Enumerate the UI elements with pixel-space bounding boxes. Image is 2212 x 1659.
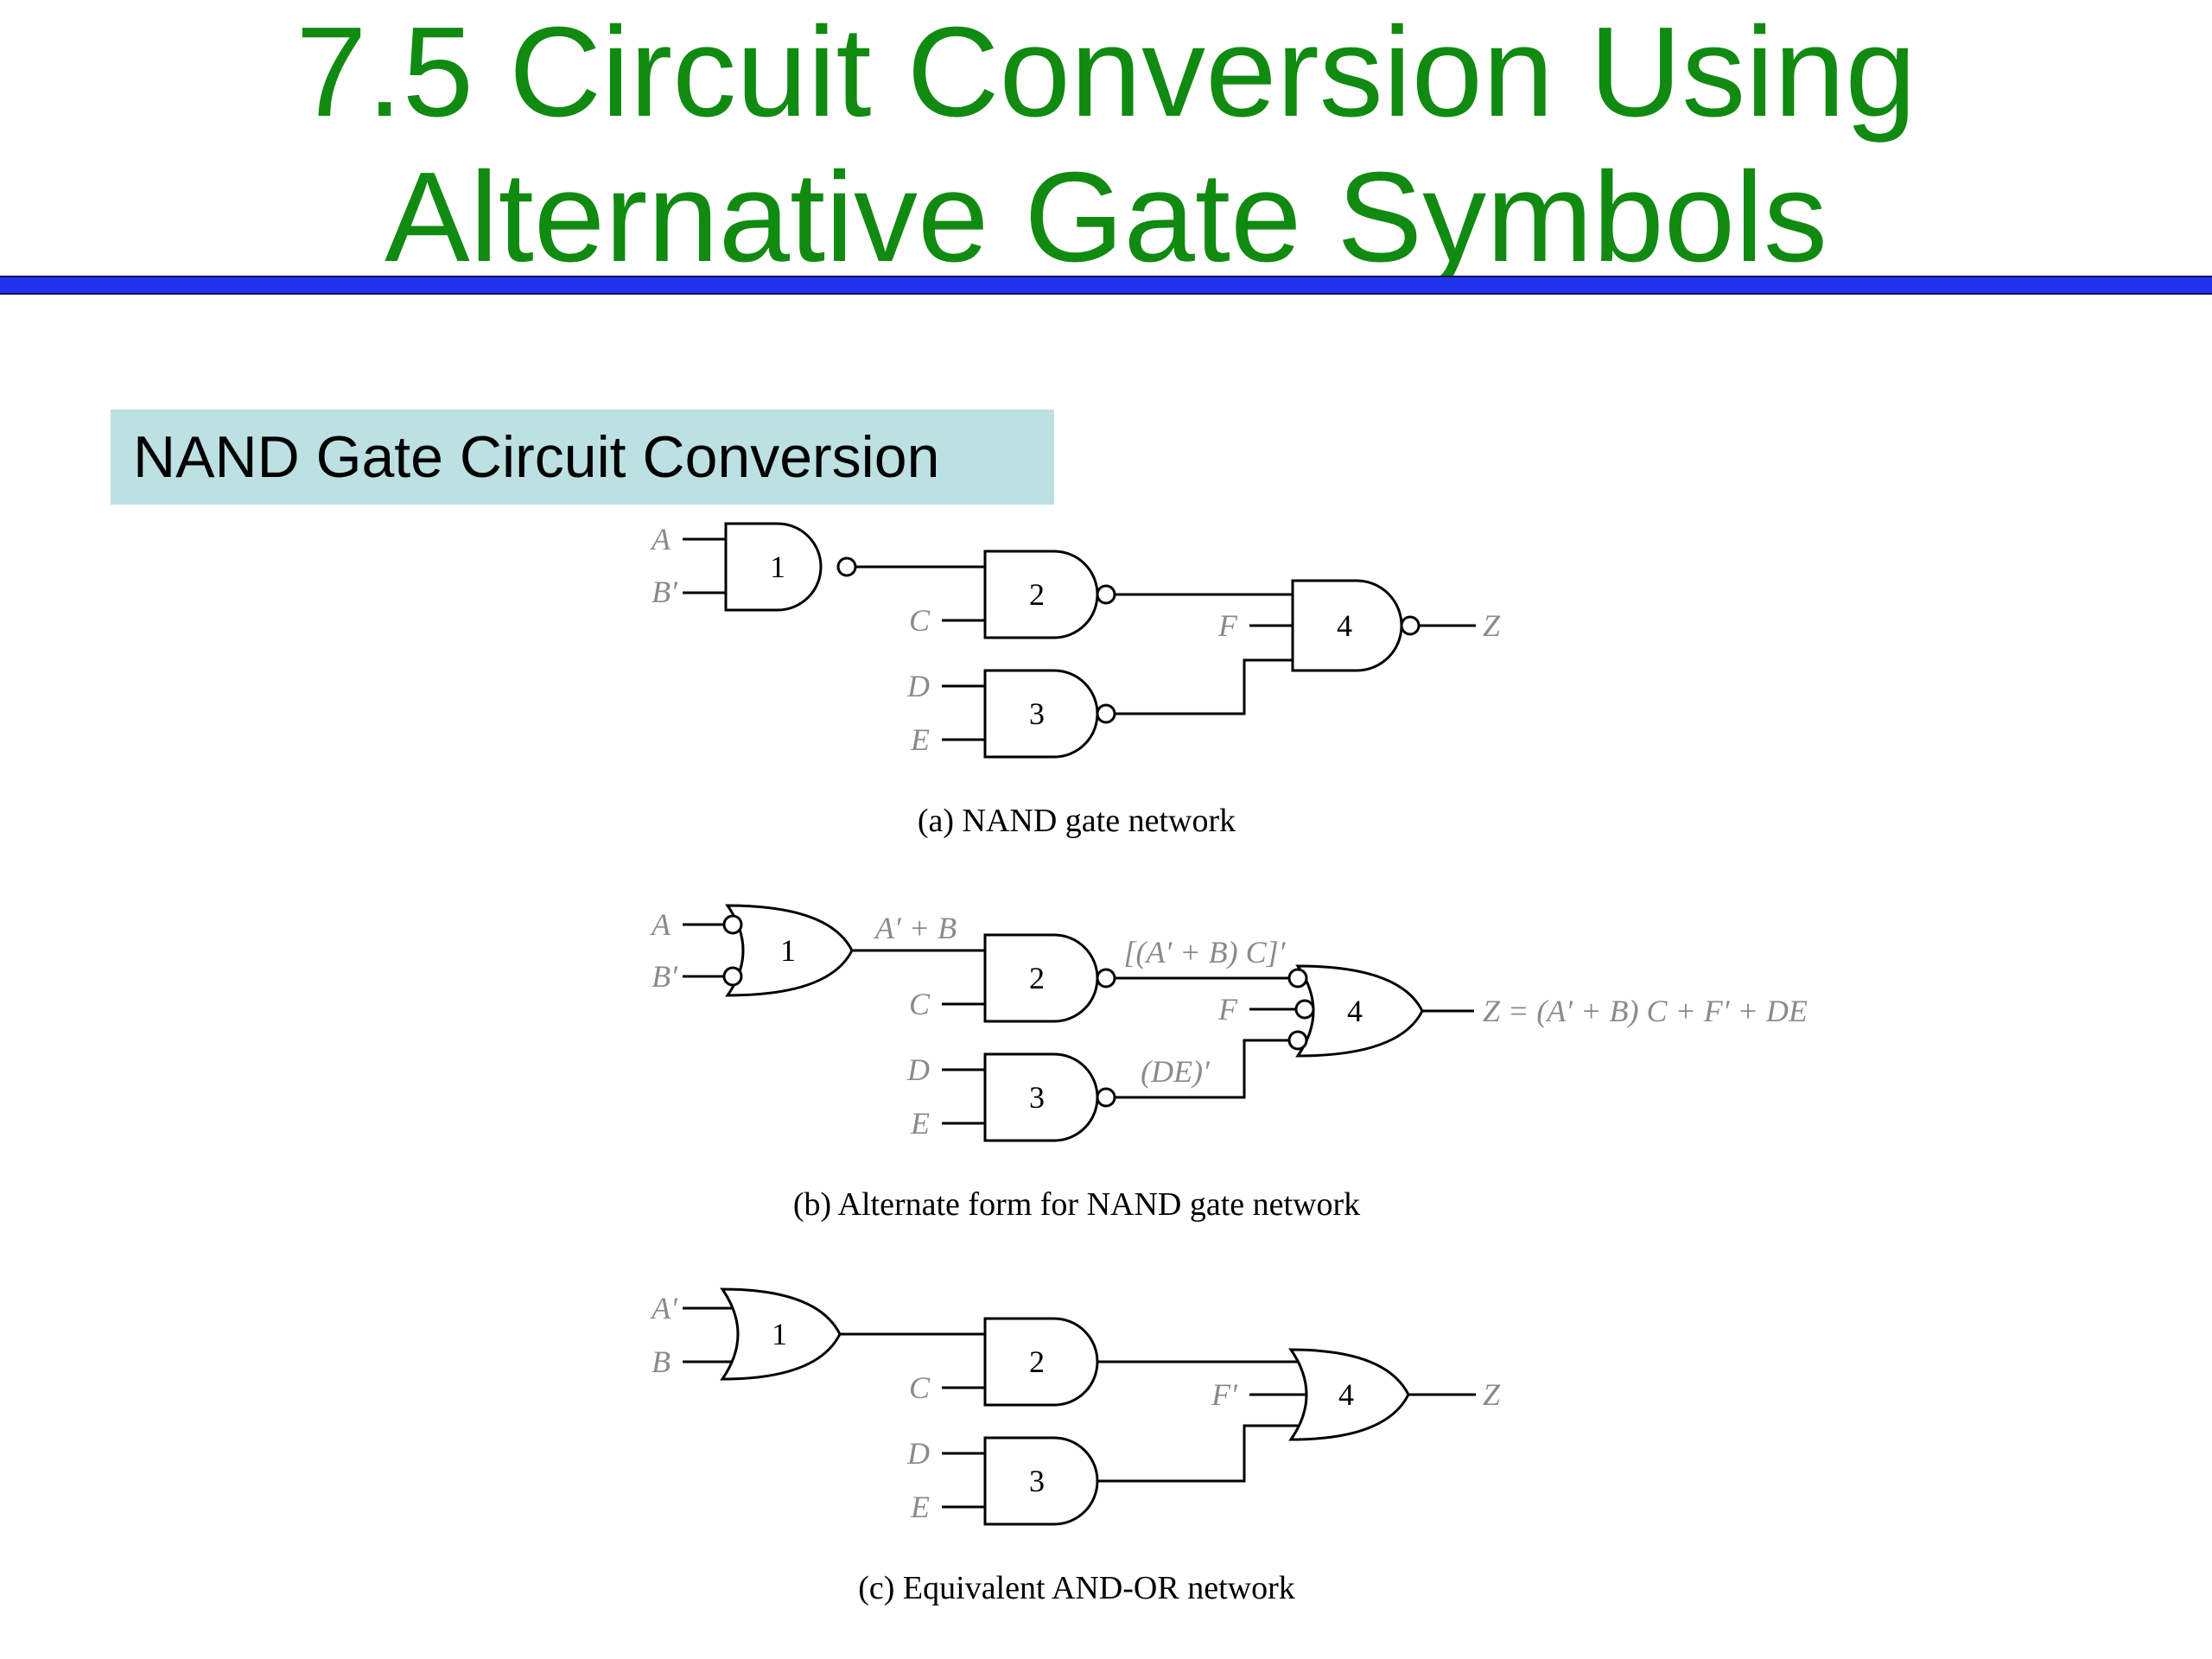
c-input-e: E <box>910 1490 930 1524</box>
b-gate-1-or <box>725 904 854 997</box>
b-gate-4-or <box>1295 964 1424 1058</box>
b-input-b: B′ <box>652 959 678 994</box>
a-input-d: D <box>906 669 930 703</box>
c-gate-3-number: 3 <box>1029 1464 1045 1498</box>
c-gate-1-number: 1 <box>772 1317 787 1351</box>
a-output-z: Z <box>1483 608 1501 643</box>
b-label-g3-out: (DE)′ <box>1141 1054 1211 1089</box>
b-input-e: E <box>910 1106 930 1141</box>
b-gate-1-bubble-b <box>722 966 743 987</box>
a-gate-1-nand <box>724 522 823 612</box>
a-gate-2-bubble <box>1096 584 1116 605</box>
a-input-a: A <box>650 522 671 556</box>
b-gate-2-number: 2 <box>1029 961 1045 995</box>
c-gate-2-number: 2 <box>1029 1344 1045 1379</box>
b-gate-1-number: 1 <box>780 933 796 968</box>
c-gate-4-number: 4 <box>1338 1377 1354 1412</box>
b-gate-2-bubble <box>1096 968 1116 988</box>
diagram-c: 1 A′ B 2 C 3 D E 4 F′ Z (c) Equivalent A… <box>650 1287 1501 1606</box>
b-input-d: D <box>906 1052 930 1087</box>
c-gate-1-or <box>720 1287 842 1381</box>
b-input-c: C <box>909 987 931 1021</box>
c-gate-2-and <box>983 1317 1099 1407</box>
slide-title-line-1: 7.5 Circuit Conversion Using <box>296 1 1916 143</box>
c-input-d: D <box>906 1436 930 1471</box>
b-gate-4-bubble-mid <box>1294 999 1315 1020</box>
diagram-b: 1 A B′ A′ + B 2 C [(A′ + B) C]′ 3 D E (D… <box>650 904 1808 1223</box>
b-gate-3-number: 3 <box>1029 1080 1045 1115</box>
b-gate-4-number: 4 <box>1347 994 1363 1028</box>
c-caption: (c) Equivalent AND-OR network <box>858 1570 1295 1606</box>
a-gate-4-number: 4 <box>1337 608 1352 643</box>
a-caption: (a) NAND gate network <box>918 803 1236 839</box>
c-input-b: B <box>652 1344 671 1379</box>
c-wire-3-4 <box>1097 1424 1298 1483</box>
b-label-g2-out: [(A′ + B) C]′ <box>1123 935 1286 969</box>
b-wire-3-4 <box>1115 1039 1289 1099</box>
a-input-c: C <box>909 603 931 638</box>
c-gate-4-or <box>1288 1348 1410 1441</box>
a-gate-3-number: 3 <box>1029 696 1045 731</box>
title-divider <box>0 276 2212 295</box>
b-gate-3-bubble <box>1096 1087 1116 1108</box>
b-caption: (b) Alternate form for NAND gate network <box>793 1186 1360 1223</box>
b-gate-4-bubble-bot <box>1287 1030 1308 1051</box>
c-input-f: F′ <box>1211 1377 1238 1412</box>
a-input-f: F <box>1217 608 1238 643</box>
b-output-z: Z = (A′ + B) C + F′ + DE <box>1483 994 1808 1028</box>
b-gate-1-bubble-a <box>722 914 743 935</box>
b-input-a: A <box>650 907 671 942</box>
c-output-z: Z <box>1483 1377 1501 1412</box>
slide-title: 7.5 Circuit Conversion Using Alternative… <box>0 0 2212 289</box>
b-gate-4-bubble-top <box>1287 968 1308 988</box>
section-label: NAND Gate Circuit Conversion <box>111 410 1054 505</box>
c-input-c: C <box>909 1370 931 1405</box>
c-input-a: A′ <box>650 1291 678 1325</box>
diagram-a: 1 A B′ 2 C 3 D E 4 F Z (a) NAND gate net… <box>650 522 1501 839</box>
a-gate-3-bubble <box>1096 703 1116 724</box>
a-input-b: B′ <box>652 575 678 609</box>
c-gate-3-and <box>983 1436 1099 1526</box>
a-gate-1-number: 1 <box>770 550 785 584</box>
a-gate-1-bubble <box>836 556 857 577</box>
a-gate-4-bubble <box>1400 615 1421 636</box>
slide-title-line-2: Alternative Gate Symbols <box>385 146 1827 289</box>
b-input-f: F <box>1217 992 1238 1027</box>
b-label-g1-out: A′ + B <box>874 911 957 945</box>
a-gate-2-number: 2 <box>1029 577 1045 612</box>
a-wire-3-4 <box>1115 658 1293 715</box>
a-input-e: E <box>910 722 930 757</box>
